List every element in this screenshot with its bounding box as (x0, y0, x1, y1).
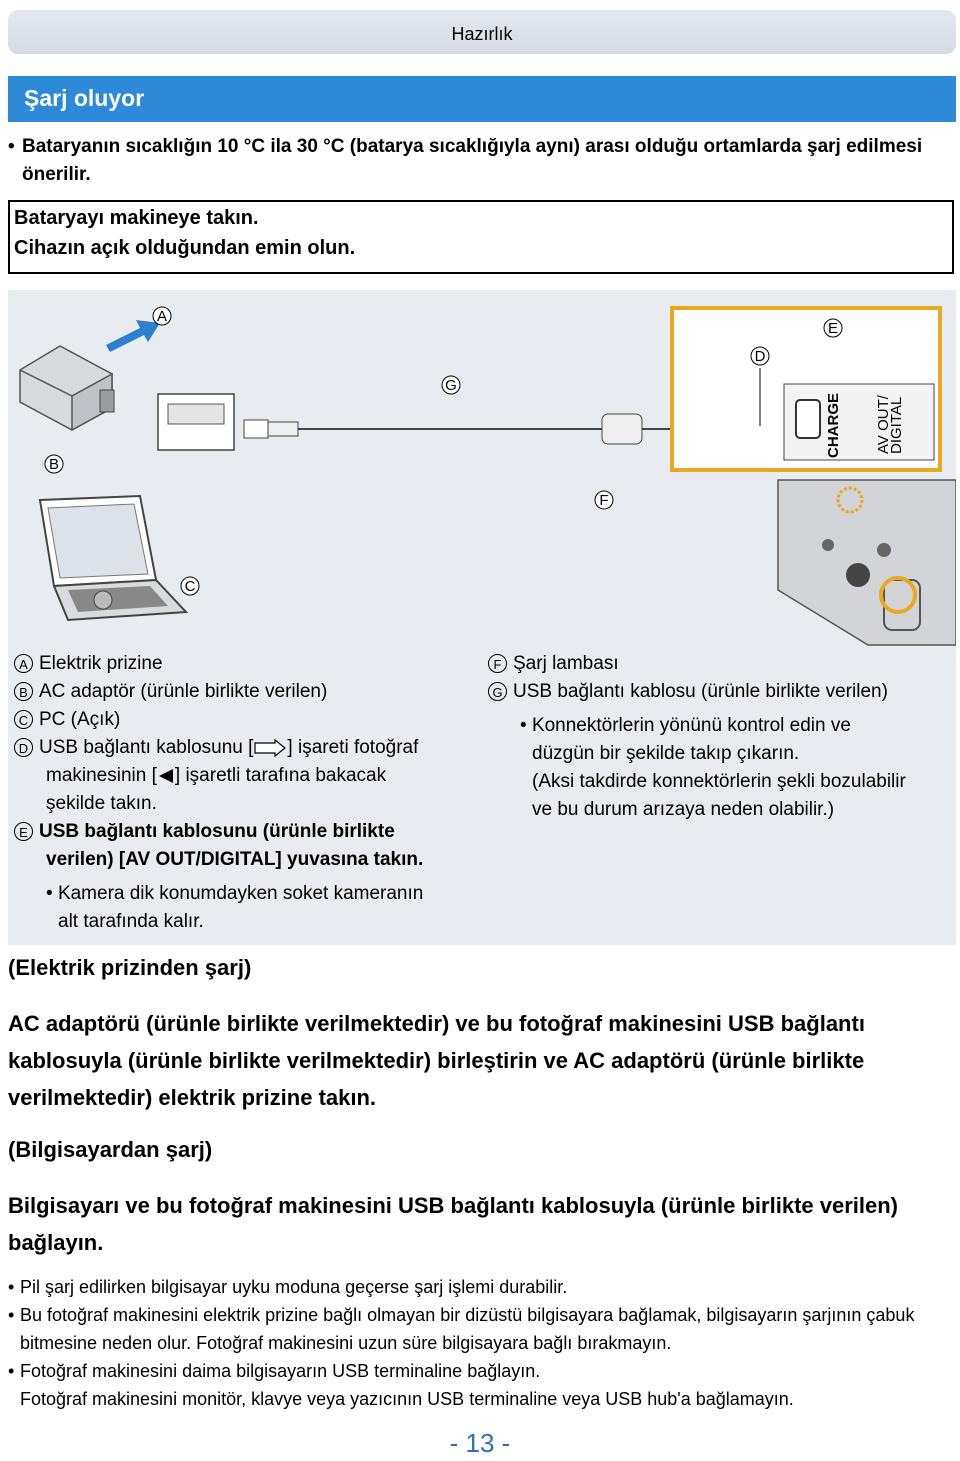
note-item: •Fotoğraf makinesini daima bilgisayarın … (8, 1361, 541, 1381)
callout-D: D (750, 346, 770, 366)
bullet-mark: • (8, 136, 15, 157)
box-line-2: Cihazın açık olduğundan emin olun. (14, 237, 356, 259)
svg-text:E: E (828, 320, 838, 337)
ac-adapter-icon (19, 345, 115, 432)
callout-G: G (441, 375, 461, 395)
header-title: Hazırlık (451, 24, 513, 44)
outlet-heading: (Elektrik prizinden şarj) (8, 955, 252, 980)
pc-heading: (Bilgisayardan şarj) (8, 1137, 213, 1162)
letter-E: E (14, 822, 33, 842)
triangle-icon (158, 768, 173, 783)
caption-D-line2: makinesinin [] işaretli tarafına bakacak (46, 765, 387, 786)
caption-G-note-4: ve bu durum arızaya neden olabilir.) (532, 799, 835, 820)
svg-text:G: G (445, 377, 457, 394)
avout-label-1: AV OUT/ (875, 394, 892, 454)
pc-text: Bilgisayarı ve bu fotoğraf makinesini US… (8, 1193, 899, 1255)
arrow-icon (106, 320, 160, 352)
charge-label: CHARGE (825, 393, 842, 458)
svg-text:B: B (49, 456, 59, 473)
svg-text:A: A (157, 308, 167, 325)
section-title-bar: Şarj oluyor (8, 76, 956, 122)
intro-bullet: • Bataryanın sıcaklığın 10 °C ila 30 °C … (8, 133, 948, 189)
callout-B: B (44, 454, 64, 474)
caption-G-note-3: (Aksi takdirde konnektörlerin şekli bozu… (532, 771, 906, 792)
avout-label-2: DIGITAL (888, 397, 905, 454)
intro-text: Bataryanın sıcaklığın 10 °C ila 30 °C (b… (22, 136, 923, 185)
letter-D: D (14, 738, 33, 758)
letter-B: B (14, 682, 33, 702)
laptop-icon (38, 494, 189, 622)
note-item: •Bu fotoğraf makinesini elektrik prizine… (8, 1305, 915, 1353)
letter-F: F (488, 654, 507, 674)
camera-icon (777, 479, 957, 646)
callout-F: F (594, 490, 614, 510)
letter-C: C (14, 710, 33, 730)
caption-G-note-2: düzgün bir şekilde takıp çıkarın. (532, 743, 800, 764)
svg-text:D: D (755, 348, 766, 365)
callout-C: C (180, 576, 200, 596)
svg-text:C: C (185, 578, 196, 595)
outlet-text: AC adaptörü (ürünle birlikte verilmekted… (8, 1011, 865, 1110)
svg-text:F: F (599, 492, 608, 509)
note-item-continued: Fotoğraf makinesini monitör, klavye veya… (20, 1389, 794, 1409)
caption-E-line2: verilen) [AV OUT/DIGITAL] yuvasına takın… (46, 849, 424, 870)
callout-E: E (823, 318, 843, 338)
page-number: - 13 - (449, 1428, 511, 1458)
section-title: Şarj oluyor (24, 85, 145, 111)
letter-G: G (488, 682, 507, 702)
callout-A: A (152, 306, 172, 326)
connection-diagram: CHARGE AV OUT/ DIGITAL A B C D E F G (8, 290, 957, 945)
caption-D-line3: şekilde takın. (46, 793, 157, 814)
arrow-shape-icon (254, 738, 287, 758)
instruction-box: Bataryayı makineye takın. Cihazın açık o… (8, 200, 954, 274)
page-header: Hazırlık (8, 10, 956, 54)
letter-A: A (14, 654, 33, 674)
caption-E-note: • Kamera dik konumdayken soket kameranın (46, 883, 424, 904)
note-item: •Pil şarj edilirken bilgisayar uyku modu… (8, 1277, 568, 1297)
box-line-1: Bataryayı makineye takın. (14, 207, 259, 229)
diagram-illustration: CHARGE AV OUT/ DIGITAL A B C D E F G (19, 306, 957, 646)
caption-E-note-2: alt tarafında kalır. (58, 911, 204, 932)
caption-G-note: • Konnektörlerin yönünü kontrol edin ve (520, 715, 851, 736)
